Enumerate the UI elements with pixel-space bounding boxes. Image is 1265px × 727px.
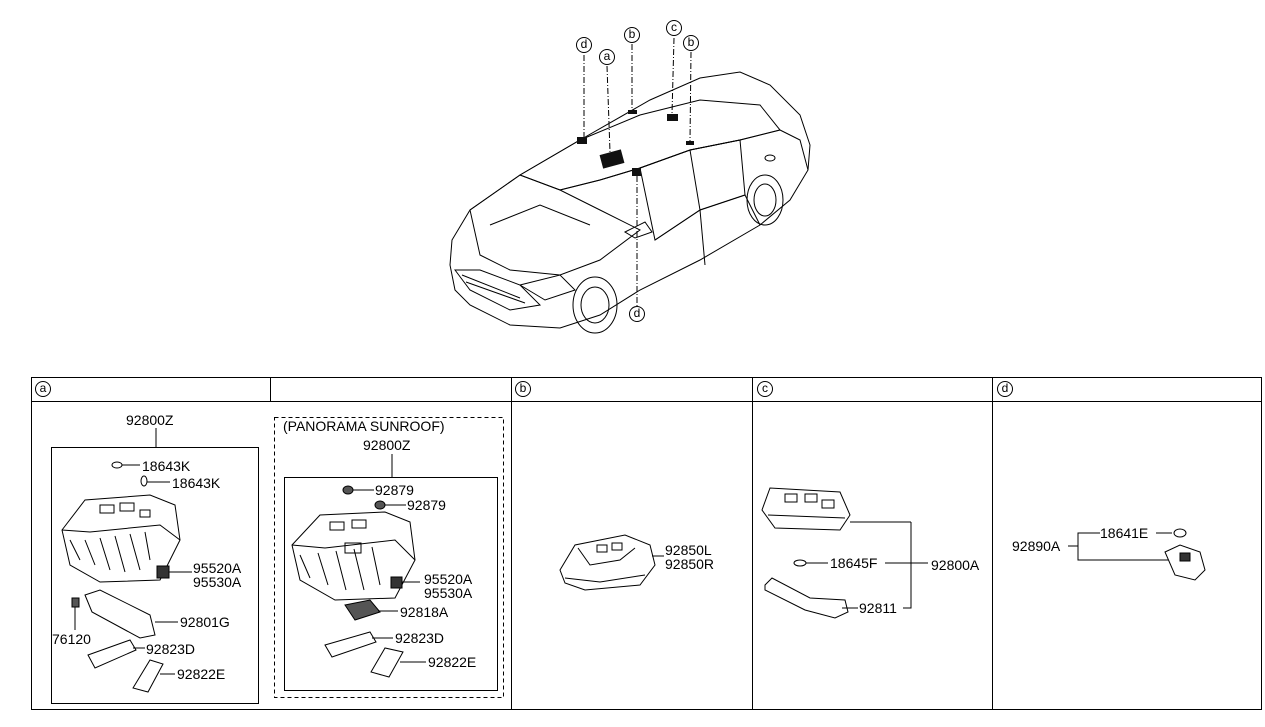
panorama-title: (PANORAMA SUNROOF) [283,418,445,434]
callout-d-top: d [576,37,592,53]
part-18643k-1: 18643K [142,458,191,474]
part-92800z-panorama: 92800Z [363,437,411,453]
part-92801g: 92801G [180,614,230,630]
callout-b-top-2: b [683,35,699,51]
part-95520a: 95520A [193,560,242,576]
part-92823d-panorama: 92823D [395,630,445,646]
part-95530a: 95530A [193,574,242,590]
part-92822e: 92822E [177,666,226,682]
part-18645f: 18645F [830,555,878,571]
part-92800a: 92800A [931,557,980,573]
section-d-label: d [997,381,1013,397]
part-92850l: 92850L [665,542,712,558]
part-76120: 76120 [52,631,91,647]
car-illustration [449,37,811,334]
part-92879-2: 92879 [407,497,446,513]
part-92890a: 92890A [1012,538,1061,554]
callout-a-top: a [599,49,615,65]
part-92800z: 92800Z [126,412,174,428]
part-95520a-panorama: 95520A [424,571,473,587]
part-18643k-2: 18643K [172,475,221,491]
part-92822e-panorama: 92822E [428,654,477,670]
callout-b-top-1: b [624,27,640,43]
part-92823d: 92823D [146,641,196,657]
part-95530a-panorama: 95530A [424,585,473,601]
part-92818a: 92818A [400,604,449,620]
part-92850r: 92850R [665,556,715,572]
section-b-label: b [515,381,531,397]
section-a-label: a [35,381,51,397]
section-c-label: c [757,381,773,397]
callout-c-top: c [666,20,682,36]
callout-d-bottom: d [629,306,645,322]
part-18641e: 18641E [1100,525,1149,541]
part-92811: 92811 [859,600,897,616]
part-92879-1: 92879 [375,482,414,498]
